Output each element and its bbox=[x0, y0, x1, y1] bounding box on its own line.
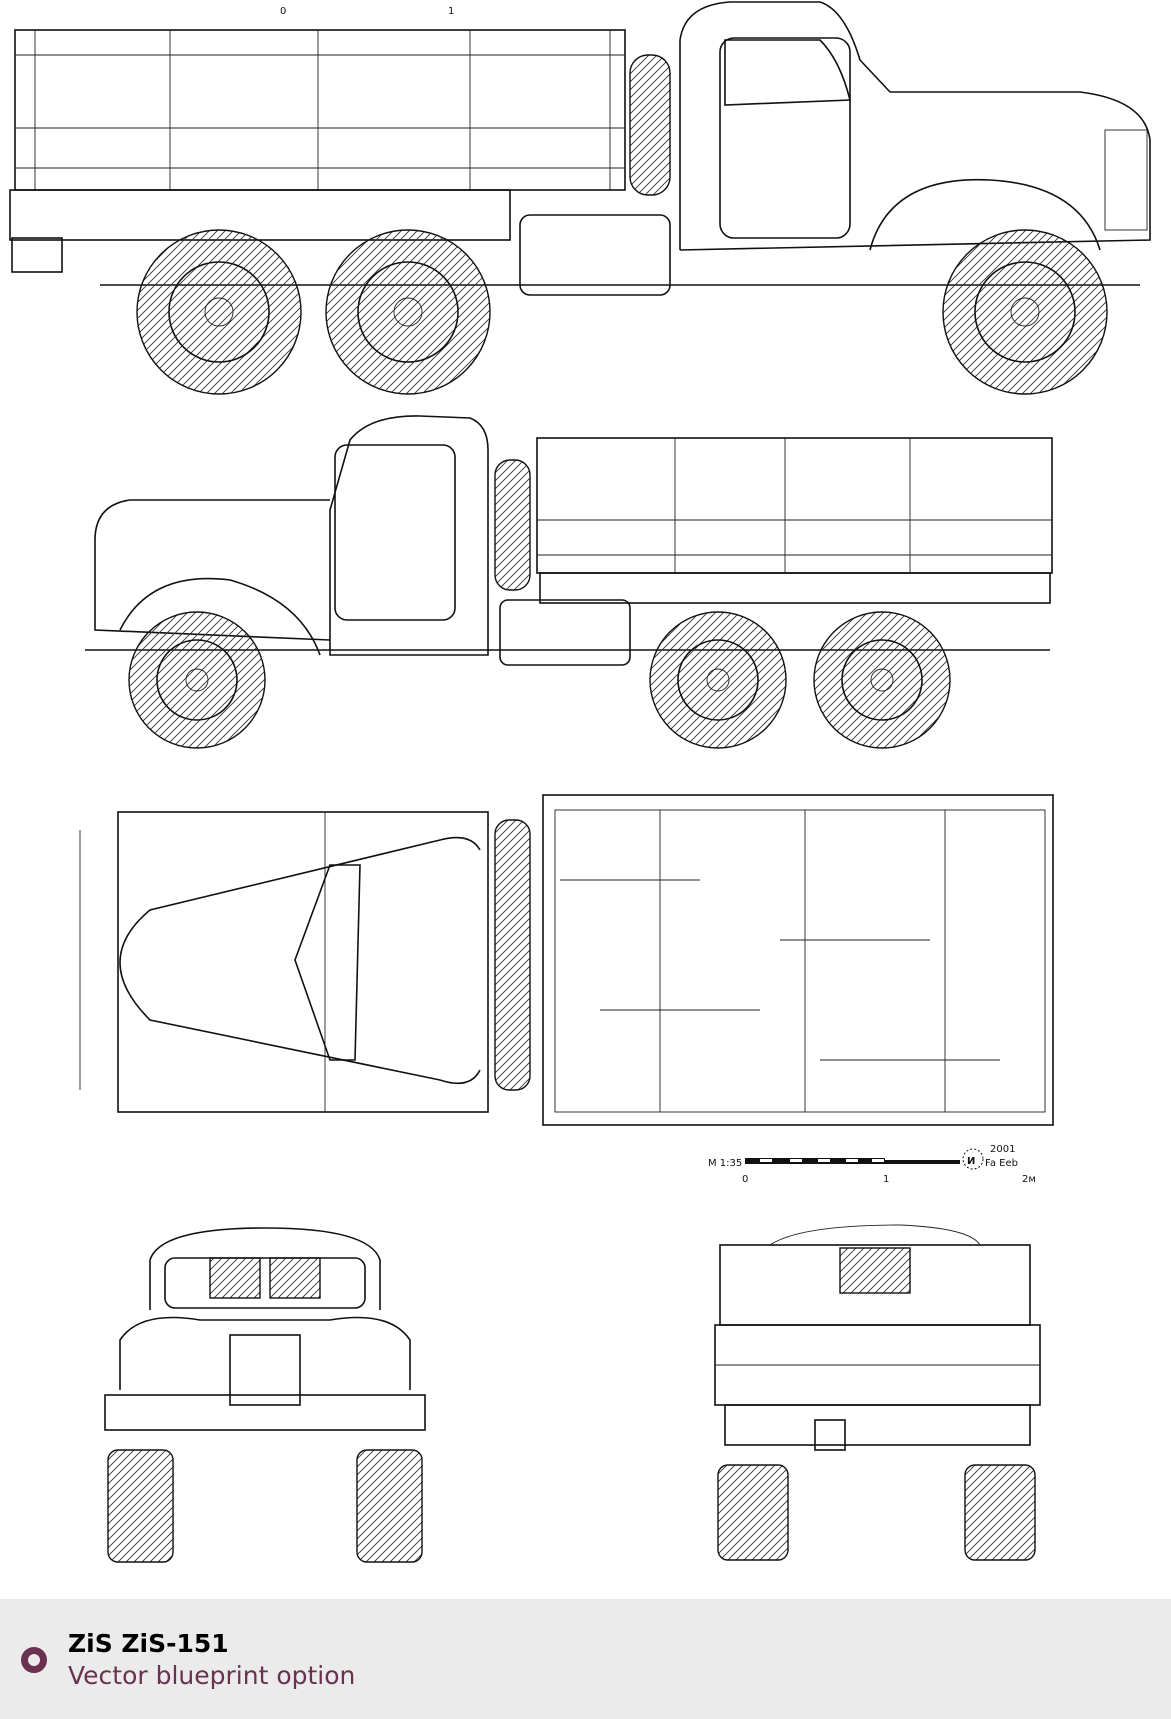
top-scale: 0 1 bbox=[280, 6, 454, 17]
svg-text:M 1:35: M 1:35 bbox=[708, 1158, 742, 1169]
blueprint-title: ZiS ZiS-151 bbox=[68, 1629, 229, 1658]
svg-text:2001: 2001 bbox=[990, 1144, 1015, 1155]
svg-text:И: И bbox=[967, 1156, 975, 1167]
footer-caption: ZiS ZiS-151 Vector blueprint option bbox=[0, 1599, 1171, 1719]
svg-text:0: 0 bbox=[742, 1174, 748, 1185]
top-view bbox=[79, 794, 1054, 1126]
front-view bbox=[104, 1227, 426, 1563]
svg-text:1: 1 bbox=[448, 6, 454, 17]
side-view-left bbox=[85, 415, 1053, 749]
svg-text:1: 1 bbox=[883, 1174, 889, 1185]
blueprint-drawing: 0 1 bbox=[9, 1, 1151, 1563]
svg-text:Fa Eeb: Fa Eeb bbox=[985, 1158, 1018, 1169]
side-view-right bbox=[9, 1, 1151, 395]
svg-text:0: 0 bbox=[280, 6, 286, 17]
blueprint-subtitle: Vector blueprint option bbox=[68, 1661, 356, 1690]
ring-bullet-icon bbox=[21, 1647, 47, 1673]
rear-view bbox=[714, 1224, 1041, 1561]
svg-text:2м: 2м bbox=[1022, 1174, 1036, 1185]
scale-bar: M 1:35 И 2001 Fa Eeb 0 1 2м bbox=[708, 1144, 1036, 1185]
